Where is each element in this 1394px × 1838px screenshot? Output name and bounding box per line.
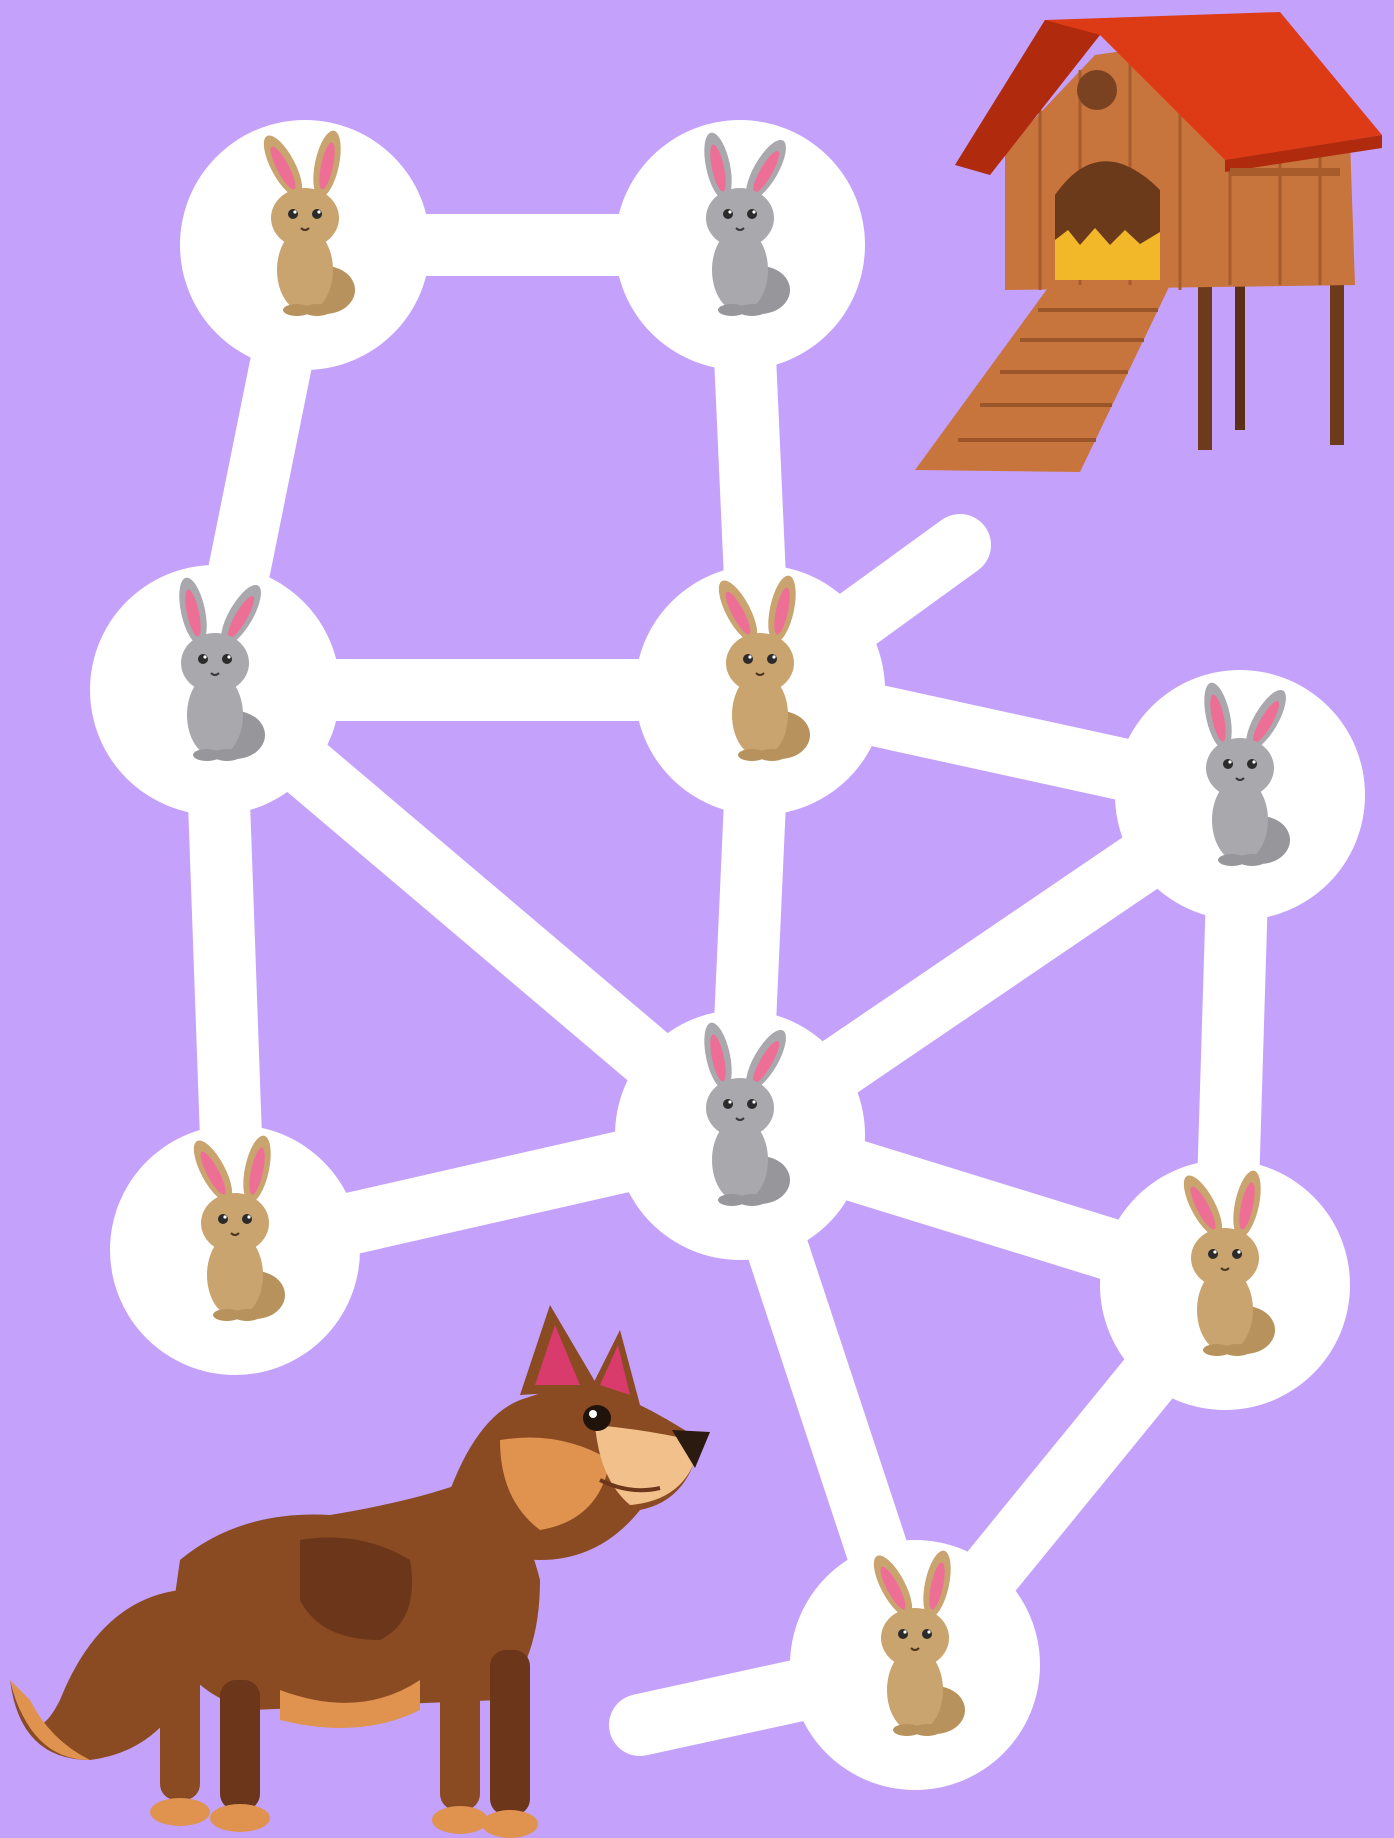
maze-node-n6[interactable] — [615, 1010, 865, 1260]
maze-node-n3[interactable] — [90, 565, 340, 815]
maze-node-n7[interactable] — [110, 1125, 360, 1375]
maze-node-n9[interactable] — [790, 1540, 1040, 1790]
maze-node-n4[interactable] — [635, 565, 885, 815]
maze-node-n8[interactable] — [1100, 1160, 1350, 1410]
maze-node-n2[interactable] — [615, 120, 865, 370]
maze-paths — [215, 245, 1240, 1725]
maze-node-n1[interactable] — [180, 120, 430, 370]
rabbit-hutch-icon[interactable] — [915, 12, 1382, 472]
maze-node-n5[interactable] — [1115, 670, 1365, 920]
dog-icon[interactable] — [10, 1305, 710, 1838]
